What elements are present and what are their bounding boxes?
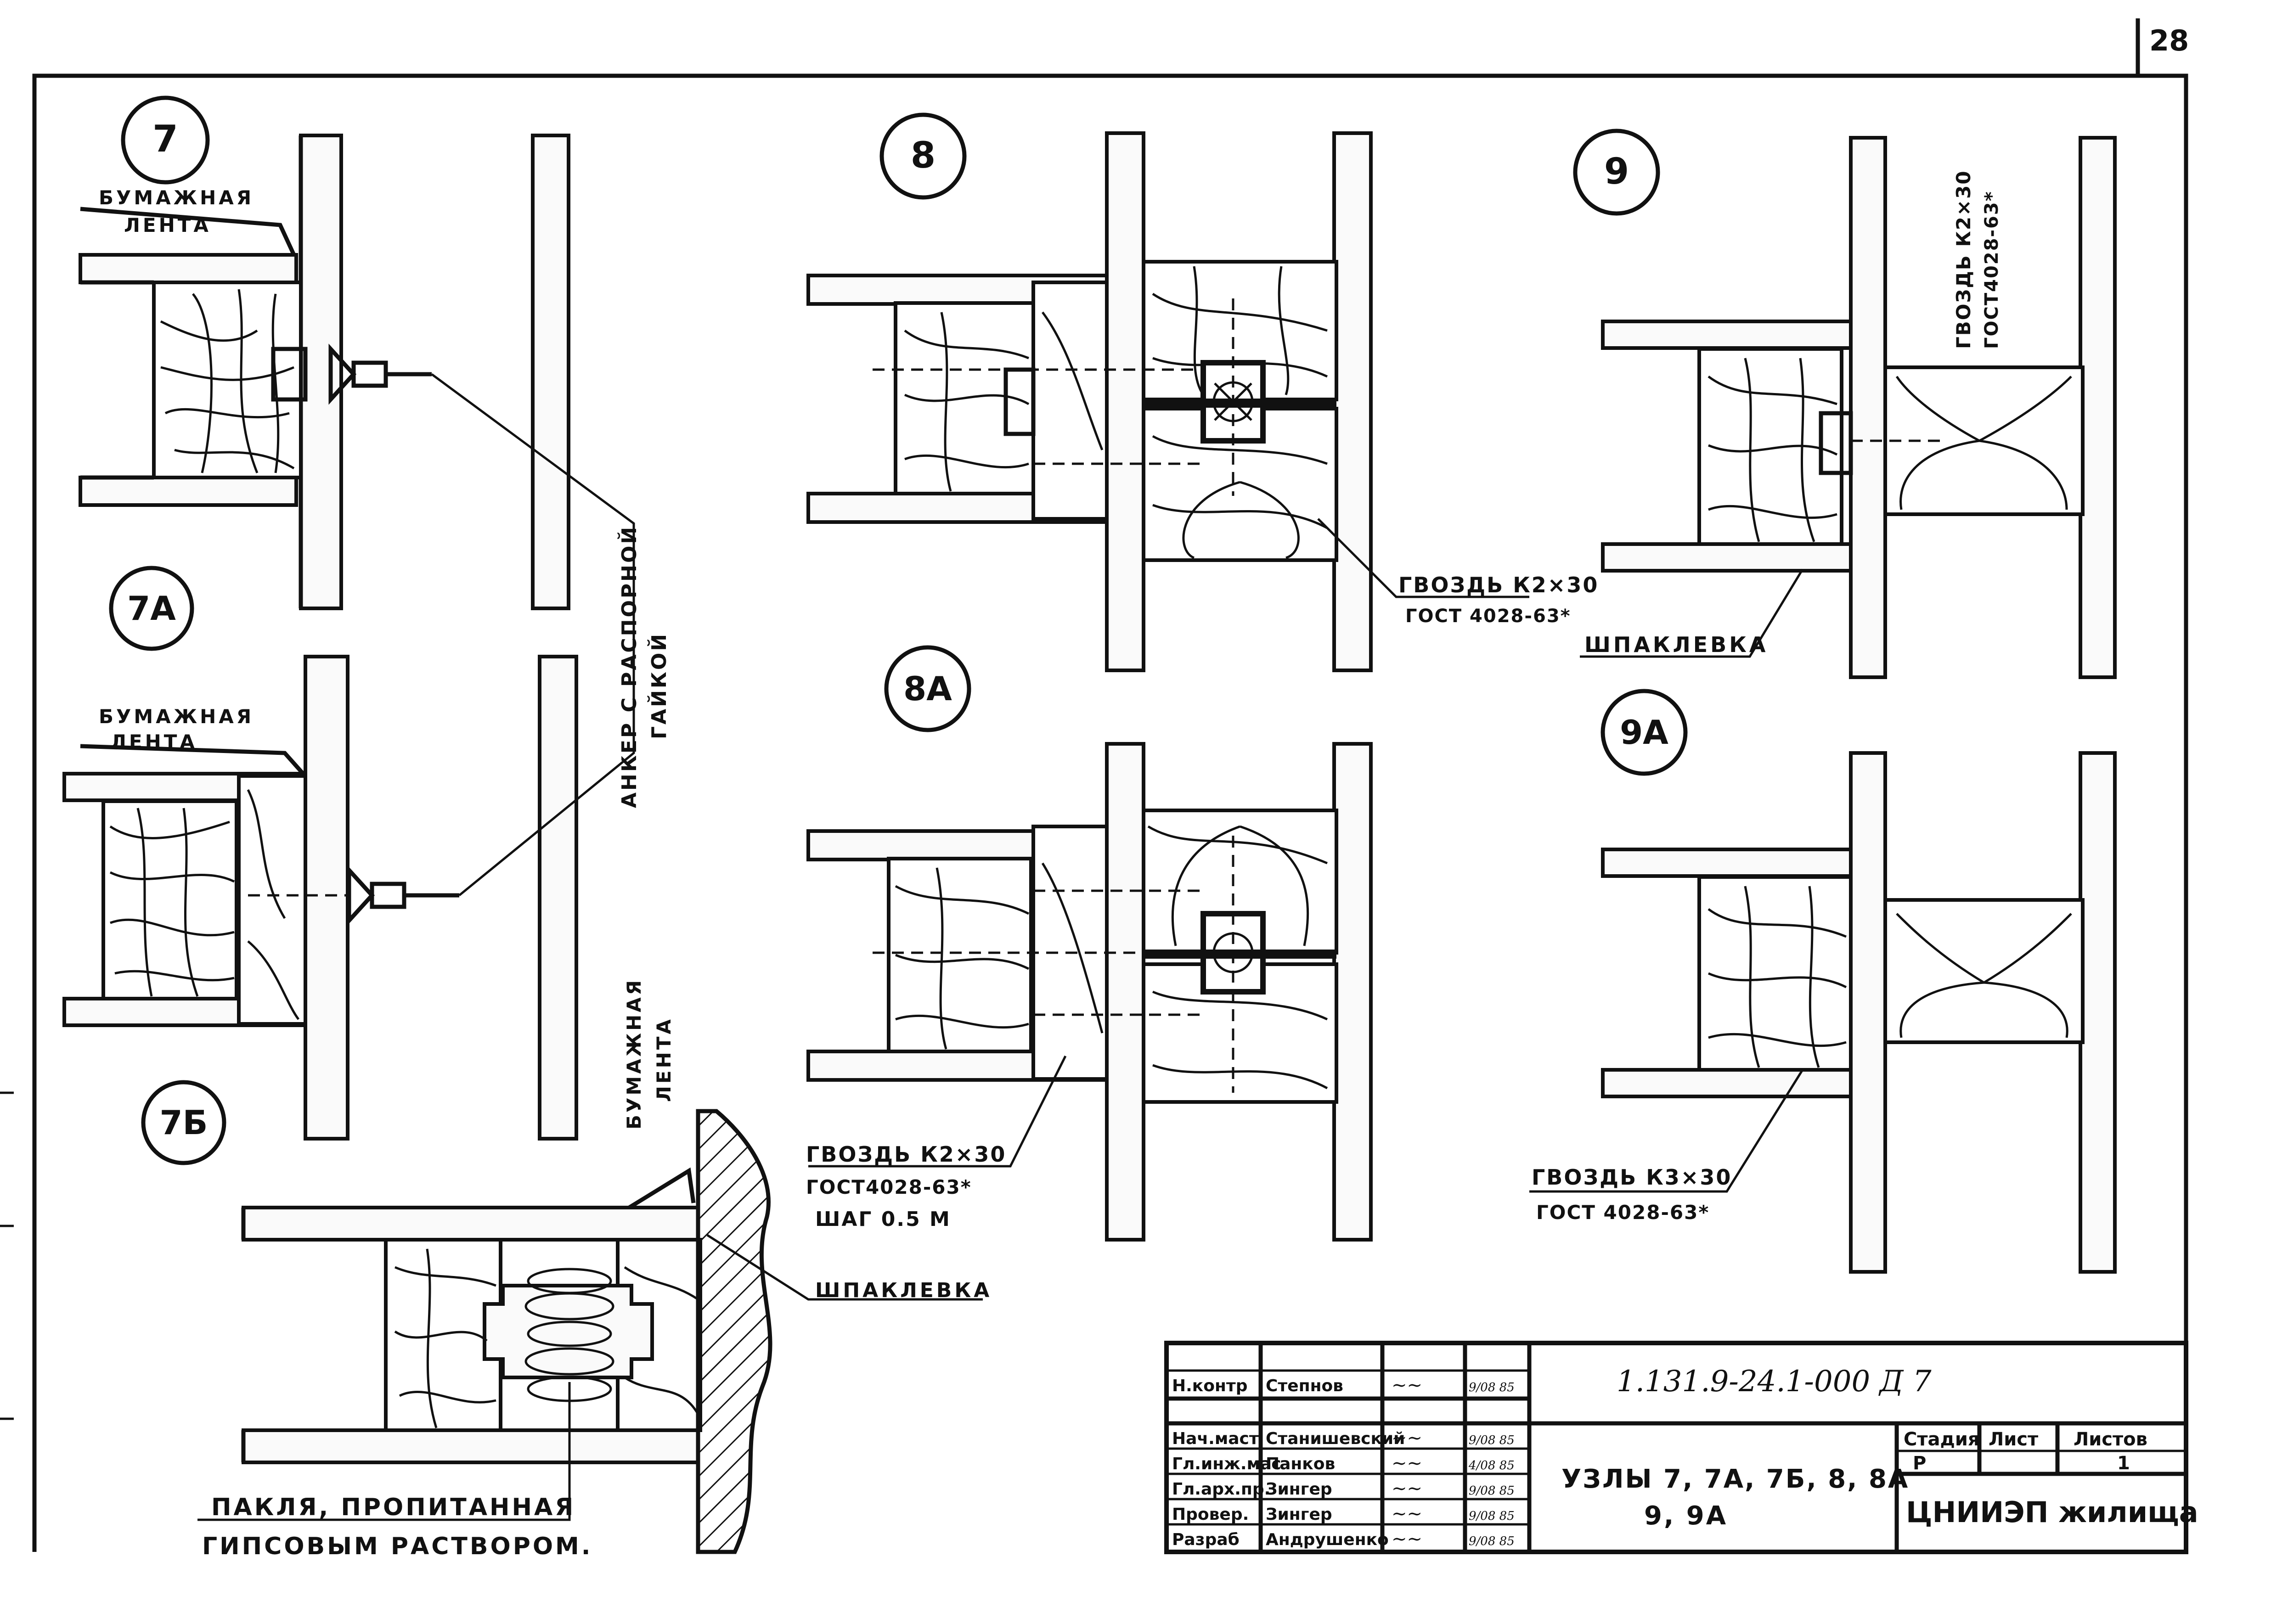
sheets-header: Листов [2074, 1429, 2147, 1450]
detail-9a-nail-label-1: ГВОЗДЬ К3×30 [1532, 1165, 1732, 1190]
signature-date: 9/08 85 [1469, 1509, 1515, 1523]
signer-role: Провер. [1172, 1505, 1249, 1524]
signer-role: Разраб [1172, 1530, 1240, 1549]
anchor-label-1: АНКЕР С РАСПОРНОЙ [617, 525, 641, 808]
detail-7a-marker: 7А [109, 566, 194, 651]
tow-label-2: ГИПСОВЫМ РАСТВОРОМ. [202, 1533, 593, 1560]
anchor-label-2: ГАЙКОЙ [647, 632, 671, 739]
detail-9a-number: 9А [1620, 713, 1668, 752]
detail-7-tape-label-1: БУМАЖНАЯ [99, 186, 254, 209]
stage-value: Р [1913, 1453, 1926, 1474]
signature-icon: ~~ [1392, 1453, 1422, 1474]
detail-7b-drawing [197, 1109, 983, 1554]
signer-name: Зингер [1266, 1480, 1332, 1499]
signature-icon: ~~ [1392, 1528, 1422, 1550]
drawing-title-1: УЗЛЫ 7, 7А, 7Б, 8, 8А [1561, 1464, 1909, 1494]
signature-date: 9/08 85 [1469, 1381, 1515, 1394]
detail-8a-nail-label-2: ГОСТ4028-63* [806, 1176, 972, 1198]
signature-date: 9/08 85 [1469, 1433, 1515, 1447]
sheet-frame [0, 18, 2188, 1552]
page-number: 28 [2149, 24, 2189, 57]
detail-7-drawing [79, 134, 570, 610]
detail-9-nail-label-2: ГОСТ4028-63* [1981, 191, 2002, 349]
detail-7b-number: 7Б [160, 1103, 208, 1142]
detail-9a-nail-label-2: ГОСТ 4028-63* [1536, 1201, 1709, 1224]
signature-rows: Н.контр Степнов ~~ 9/08 85 Нач.маст Станишевс… [1172, 1375, 1515, 1550]
drawing-title-2: 9, 9А [1644, 1501, 1728, 1531]
detail-8a-nail-label-1: ГВОЗДЬ К2×30 [806, 1142, 1006, 1167]
detail-7b-putty-label: ШПАКЛЕВКА [815, 1279, 992, 1302]
signer-role: Нач.маст [1172, 1429, 1259, 1448]
signature-icon: ~~ [1392, 1503, 1422, 1524]
detail-7b-tape-label-group: БУМАЖНАЯ ЛЕНТА [623, 978, 675, 1129]
signer-role: Н.контр [1172, 1377, 1247, 1395]
detail-9-drawing [1580, 136, 2117, 679]
detail-8-drawing [806, 131, 1529, 672]
detail-7-tape-label-2: ЛЕНТА [124, 214, 211, 236]
detail-8-nail-label-2: ГОСТ 4028-63* [1405, 606, 1571, 627]
signature-icon: ~~ [1392, 1427, 1422, 1449]
organization-name: ЦНИИЭП жилища [1906, 1495, 2198, 1529]
detail-8a-step-label: ШАГ 0.5 М [815, 1208, 951, 1231]
signer-role: Гл.инж.мас [1172, 1455, 1281, 1473]
title-block [1164, 1341, 2188, 1554]
tow-coils [524, 1268, 614, 1402]
detail-9-marker: 9 [1573, 129, 1660, 216]
detail-8-number: 8 [911, 135, 935, 176]
detail-9a-marker: 9А [1600, 689, 1688, 776]
detail-9-nail-label-group: ГВОЗДЬ К2×30 ГОСТ4028-63* [1952, 170, 2002, 349]
signature-date: 4/08 85 [1468, 1459, 1515, 1472]
detail-7b-marker: 7Б [141, 1080, 226, 1165]
stage-header: Стадия [1904, 1429, 1980, 1450]
signer-name: Станишевский [1266, 1429, 1405, 1448]
doc-code: 1.131.9-24.1-000 Д 7 [1617, 1365, 1932, 1399]
signature-icon: ~~ [1392, 1375, 1422, 1396]
detail-7a-number: 7А [127, 589, 176, 628]
signer-role: Гл.арх.пр. [1172, 1480, 1270, 1499]
sheets-value: 1 [2117, 1453, 2130, 1474]
detail-7a-tape-label-2: ЛЕНТА [110, 731, 197, 753]
detail-9-putty-label: ШПАКЛЕВКА [1584, 632, 1768, 657]
detail-8a-marker: 8А [884, 645, 971, 732]
detail-7b-tape-label-2: ЛЕНТА [653, 1017, 675, 1102]
signature-icon: ~~ [1392, 1478, 1422, 1499]
detail-8-marker: 8 [879, 112, 967, 200]
detail-7a-tape-label-1: БУМАЖНАЯ [99, 705, 254, 728]
sheet-header: Лист [1989, 1429, 2039, 1450]
detail-7-number: 7 [152, 118, 178, 160]
tow-label-1: ПАКЛЯ, ПРОПИТАННАЯ [211, 1494, 575, 1521]
detail-8a-drawing [806, 742, 1373, 1242]
detail-7a-drawing [62, 373, 635, 1141]
signer-name: Степнов [1266, 1377, 1343, 1395]
detail-8a-number: 8А [903, 669, 952, 708]
signer-name: Зингер [1266, 1505, 1332, 1524]
detail-7-marker: 7 [121, 96, 210, 185]
anchor-label-group: АНКЕР С РАСПОРНОЙ ГАЙКОЙ [617, 525, 671, 808]
detail-7b-tape-label-1: БУМАЖНАЯ [623, 978, 645, 1129]
detail-8-nail-label-1: ГВОЗДЬ К2×30 [1398, 573, 1599, 597]
signature-date: 9/08 85 [1469, 1534, 1515, 1548]
detail-9-number: 9 [1604, 151, 1629, 192]
signer-name: Андрушенко [1266, 1530, 1389, 1549]
detail-9a-drawing [1529, 751, 2117, 1274]
signer-name: Панков [1266, 1455, 1335, 1473]
signature-date: 9/08 85 [1469, 1484, 1515, 1498]
detail-9-nail-label-1: ГВОЗДЬ К2×30 [1952, 170, 1975, 349]
